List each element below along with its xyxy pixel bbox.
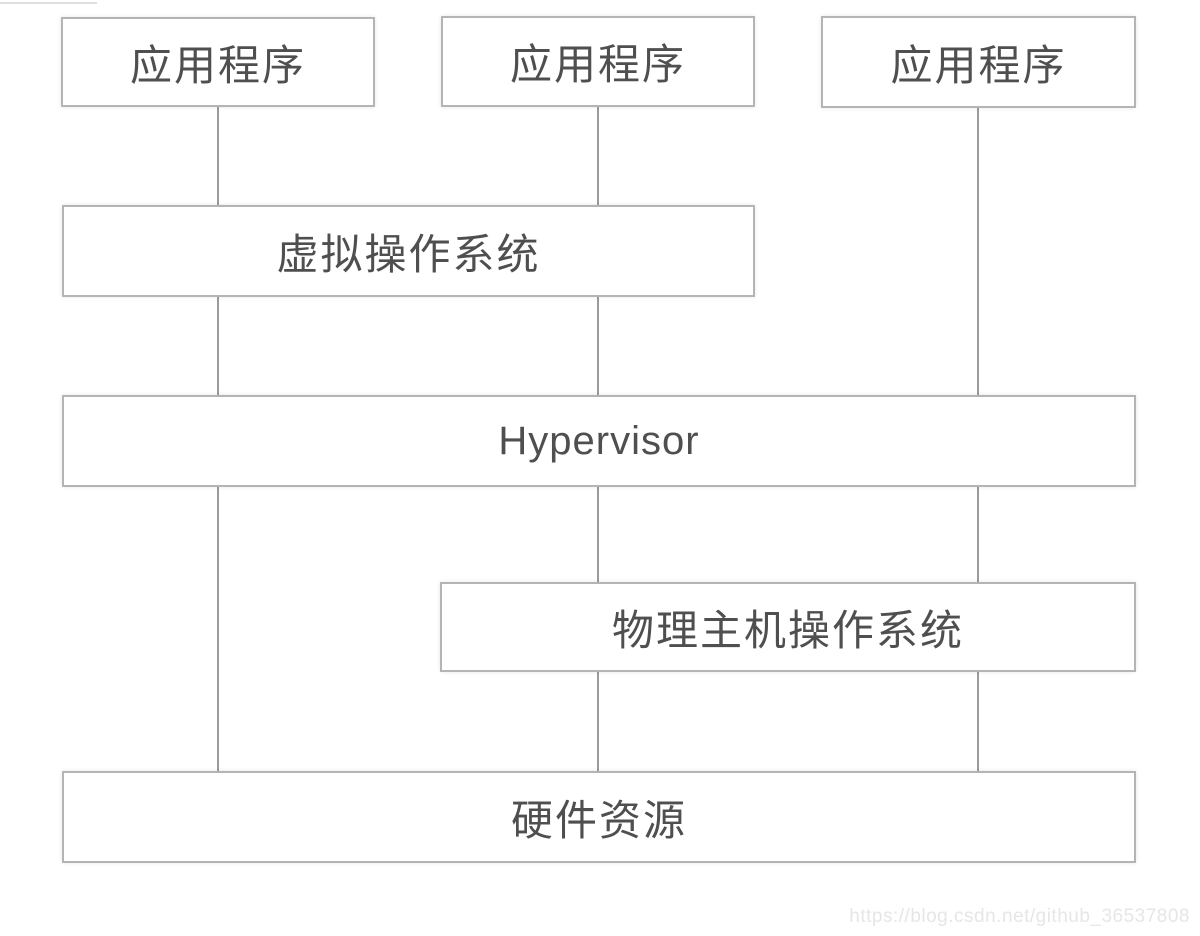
box-hardware-resources: 硬件资源 [62, 771, 1136, 863]
box-application-2: 应用程序 [441, 16, 755, 107]
connector-app2-to-virtual-os [597, 107, 599, 205]
box-virtual-os-label: 虚拟操作系统 [276, 230, 541, 278]
box-hypervisor-label: Hypervisor [498, 418, 700, 463]
connector-hypervisor-to-host-os-mid [597, 487, 599, 582]
connector-virtual-os-to-hypervisor-left [217, 297, 219, 395]
box-application-3: 应用程序 [821, 16, 1136, 108]
box-application-3-label: 应用程序 [890, 41, 1067, 89]
connector-host-os-to-hardware-mid [597, 672, 599, 771]
box-hypervisor: Hypervisor [62, 395, 1136, 487]
connector-virtual-os-to-hypervisor-mid [597, 297, 599, 395]
box-hardware-resources-label: 硬件资源 [510, 796, 687, 844]
connector-hypervisor-to-hardware-left [217, 487, 219, 771]
connector-app1-to-virtual-os [217, 107, 219, 205]
box-application-1: 应用程序 [61, 17, 375, 107]
connector-host-os-to-hardware-right [977, 672, 979, 771]
connector-hypervisor-to-host-os-right [977, 487, 979, 582]
box-virtual-os: 虚拟操作系统 [62, 205, 755, 297]
box-host-os-label: 物理主机操作系统 [611, 606, 964, 654]
box-application-1-label: 应用程序 [129, 41, 306, 89]
box-host-os: 物理主机操作系统 [440, 582, 1136, 672]
top-edge-line [0, 2, 97, 4]
box-application-2-label: 应用程序 [509, 41, 686, 88]
connector-app3-to-hypervisor [977, 108, 979, 395]
watermark-url: https://blog.csdn.net/github_36537808 [849, 906, 1190, 927]
